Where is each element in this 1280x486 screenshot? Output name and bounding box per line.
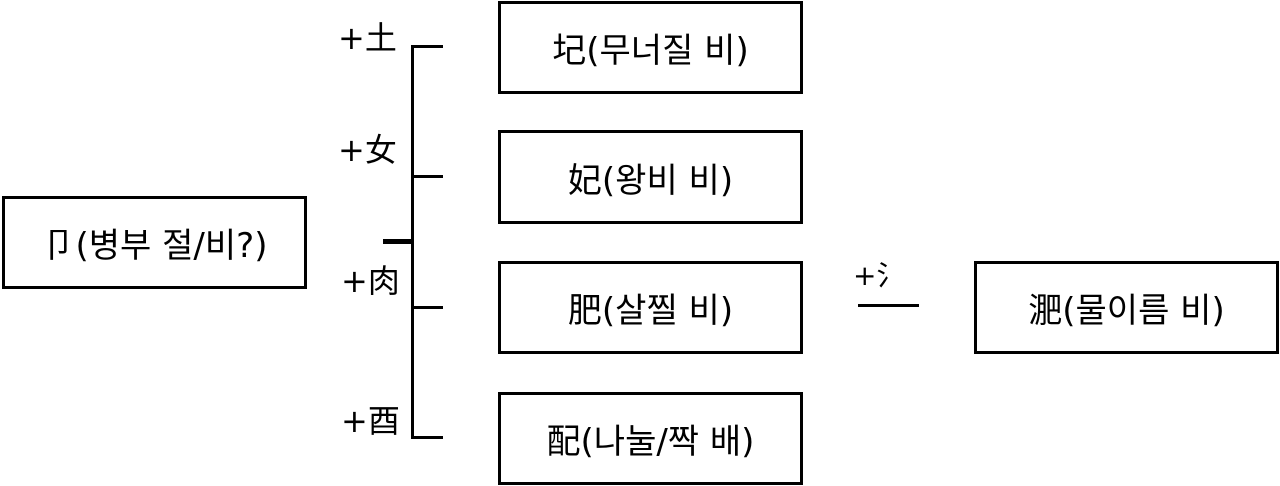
source-text: 卩(병부 절/비?)	[41, 226, 268, 266]
source-box: 卩(병부 절/비?)	[2, 196, 307, 289]
result-box-2: 妃(왕비 비)	[498, 130, 803, 224]
operator-label-3: +肉	[341, 262, 400, 300]
extension-result-box: 淝(물이름 비)	[974, 261, 1279, 354]
extension-result-text: 淝(물이름 비)	[1028, 291, 1225, 331]
operator-label-4: +酉	[341, 402, 400, 440]
branch-tick-4	[411, 436, 443, 439]
branch-tick-1	[411, 45, 443, 48]
operator-label-1: +土	[338, 19, 397, 57]
source-connector-line	[383, 239, 414, 244]
bracket-vertical-line	[411, 45, 414, 439]
extension-operator-label: +氵	[853, 259, 905, 292]
result-box-1: 圮(무너질 비)	[498, 1, 803, 94]
result-text-4: 配(나눌/짝 배)	[546, 422, 755, 462]
result-text-1: 圮(무너질 비)	[552, 31, 749, 71]
result-box-3: 肥(살찔 비)	[498, 261, 803, 354]
operator-label-2: +女	[338, 131, 397, 169]
branch-tick-3	[411, 306, 443, 309]
result-box-4: 配(나눌/짝 배)	[498, 392, 803, 485]
branch-tick-2	[411, 175, 443, 178]
extension-connector-line	[858, 304, 919, 307]
result-text-2: 妃(왕비 비)	[567, 160, 734, 201]
result-text-3: 肥(살찔 비)	[567, 291, 734, 331]
